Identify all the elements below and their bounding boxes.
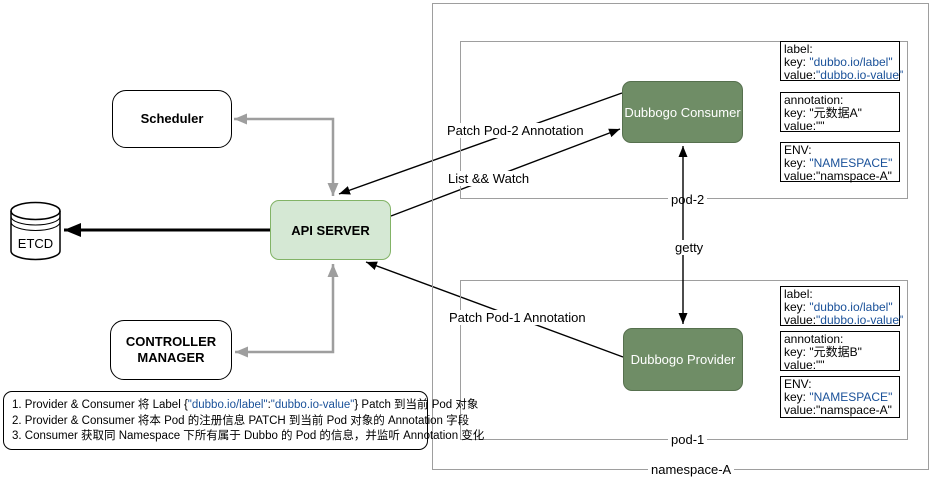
notes-line-1: 1. Provider & Consumer 将 Label {"dubbo.i… [12,399,479,411]
info-key-value: "元数据A" [809,106,862,120]
info-value-prefix: value: [784,119,817,133]
info-value-value: "dubbo.io-value" [816,313,904,327]
info-key-prefix: key: [784,156,810,170]
etcd-label: ETCD [17,236,54,251]
etcd-cylinder-shape [10,201,61,261]
connector-scheduler-apiserver [234,113,339,196]
pod1-label: pod-1 [668,432,708,447]
dubbogo-consumer-label: Dubbogo Consumer [624,104,741,120]
controller-manager-box: CONTROLLER MANAGER [110,320,232,380]
pod1-label-info-box: label: key: "dubbo.io/label" value:"dubb… [780,286,904,327]
connector-controllermanager-apiserver [235,264,339,358]
info-value-value: "namspace-A" [816,403,892,417]
scheduler-label: Scheduler [140,111,204,126]
edge-label-getty: getty [673,240,706,255]
pod2-label-info-box: label: key: "dubbo.io/label" value:"dubb… [780,41,904,82]
info-value-prefix: value: [784,169,817,183]
info-value-value: "dubbo.io-value" [816,68,904,82]
controller-manager-label-line1: CONTROLLER [125,334,217,349]
info-value-prefix: value: [784,313,817,327]
edge-label-patch-pod2: Patch Pod-2 Annotation [445,123,586,138]
info-value-value: "" [816,119,825,133]
dubbogo-consumer-box: Dubbogo Consumer [622,81,743,143]
notes-line-2: 2. Provider & Consumer 将本 Pod 的注册信息 PATC… [12,414,470,427]
arrow-patch-pod2 [338,92,623,195]
info-key-prefix: key: [784,55,810,69]
info-key-prefix: key: [784,106,810,120]
namespace-label: namespace-A [648,462,735,477]
pod2-label: pod-2 [668,192,708,207]
notes-line-3: 3. Consumer 获取同 Namespace 下所有属于 Dubbo 的 … [12,430,485,442]
info-title: annotation: [784,93,844,107]
info-key-value: "元数据B" [809,345,862,359]
scheduler-box: Scheduler [112,90,232,148]
info-key-value: "NAMESPACE" [809,156,893,170]
info-key-value: "NAMESPACE" [809,390,893,404]
pod1-env-info-box: ENV: key: "NAMESPACE" value:"namspace-A" [780,376,900,418]
api-server-box: API SERVER [270,200,391,260]
edge-label-patch-pod1: Patch Pod-1 Annotation [447,310,588,325]
api-server-label: API SERVER [291,222,370,238]
info-value-value: "" [816,358,825,372]
pod2-env-info-box: ENV: key: "NAMESPACE" value:"namspace-A" [780,142,900,183]
info-value-prefix: value: [784,403,817,417]
info-key-value: "dubbo.io/label" [809,55,893,69]
arrow-patch-pod1 [365,261,624,358]
info-key-value: "dubbo.io/label" [809,300,893,314]
info-title: label: [784,287,813,301]
info-title: ENV: [784,377,812,391]
dubbogo-provider-label: Dubbogo Provider [630,352,736,367]
edge-label-list-watch: List && Watch [446,171,532,186]
notes-box: 1. Provider & Consumer 将 Label {"dubbo.i… [3,391,485,450]
info-key-prefix: key: [784,390,810,404]
info-title: ENV: [784,143,812,157]
info-key-prefix: key: [784,345,810,359]
info-value-prefix: value: [784,358,817,372]
dubbogo-provider-box: Dubbogo Provider [623,328,743,391]
info-title: annotation: [784,332,844,346]
controller-manager-label-line2: MANAGER [137,350,205,365]
pod1-annotation-info-box: annotation: key: "元数据B" value:"" [780,331,900,372]
info-value-value: "namspace-A" [816,169,892,183]
info-value-prefix: value: [784,68,817,82]
pod2-annotation-info-box: annotation: key: "元数据A" value:"" [780,92,900,133]
info-title: label: [784,42,813,56]
info-key-prefix: key: [784,300,810,314]
